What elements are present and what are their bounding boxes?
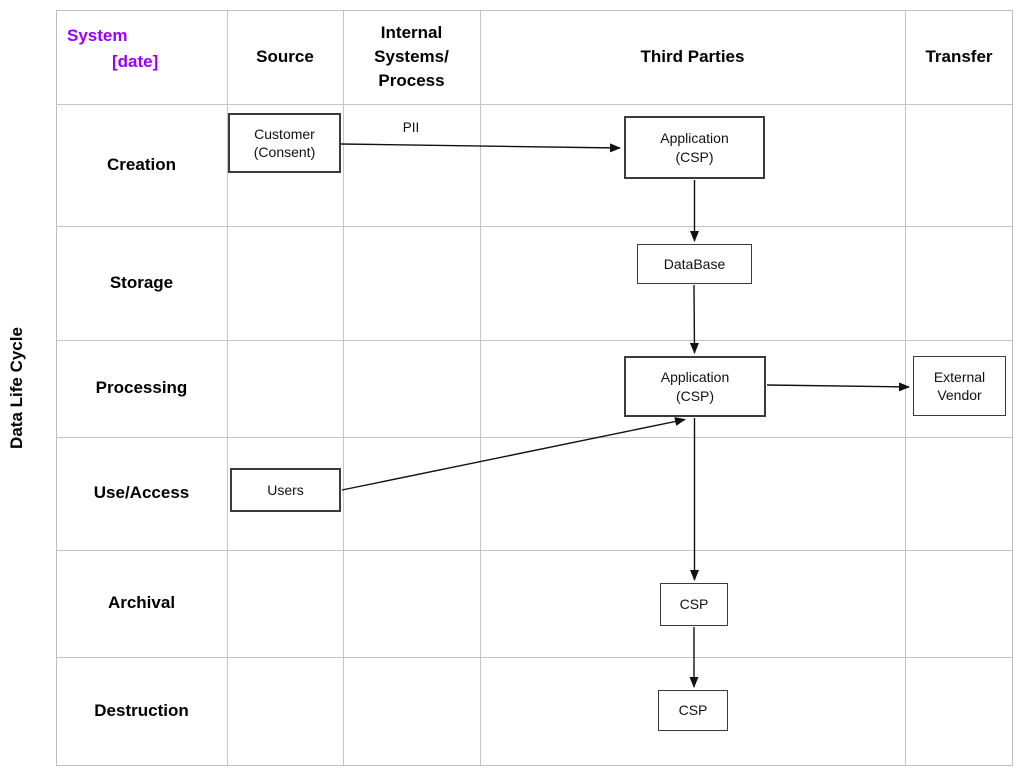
header-internal-line1: Internal xyxy=(380,22,443,42)
grid-hline-1 xyxy=(56,104,1013,105)
grid-vline-2 xyxy=(343,10,344,766)
node-application-creation-line1: Application xyxy=(660,130,729,147)
stage-creation: Creation xyxy=(107,154,176,174)
node-external-vendor-line1: External xyxy=(933,368,986,385)
node-customer-line1: Customer xyxy=(254,125,315,142)
header-internal-line3: Process xyxy=(378,71,445,91)
node-users-line1: Users xyxy=(267,481,304,498)
header-third-parties: Third Parties xyxy=(640,46,745,66)
system-date: [date] xyxy=(112,52,159,72)
grid-vline-4 xyxy=(905,10,906,766)
node-application-creation: Application (CSP) xyxy=(624,116,765,179)
stage-use-access: Use/Access xyxy=(93,483,190,503)
node-customer-line2: (Consent) xyxy=(253,144,316,160)
header-system: System [date] xyxy=(56,10,227,104)
stage-destruction: Destruction xyxy=(94,701,189,721)
system-title: System xyxy=(67,26,128,45)
node-csp-archival-line1: CSP xyxy=(679,596,709,613)
node-csp-destruction-line1: CSP xyxy=(678,702,708,719)
y-axis-label: Data Life Cycle xyxy=(7,327,26,449)
node-customer: Customer (Consent) xyxy=(228,113,341,173)
grid-vline-1 xyxy=(227,10,228,766)
header-internal-systems: Internal Systems/ Process xyxy=(343,10,480,104)
header-transfer: Transfer xyxy=(925,46,993,66)
grid-hline-5 xyxy=(56,550,1013,551)
node-application-processing: Application (CSP) xyxy=(624,356,766,417)
matrix-outline xyxy=(56,10,1013,766)
node-csp-archival: CSP xyxy=(660,583,728,626)
node-database: DataBase xyxy=(637,244,752,284)
node-external-vendor-line2: Vendor xyxy=(937,387,982,403)
stage-processing: Processing xyxy=(95,378,188,398)
header-source: Source xyxy=(256,46,314,66)
node-external-vendor: External Vendor xyxy=(913,356,1006,416)
node-application-processing-line1: Application xyxy=(660,369,730,386)
grid-vline-3 xyxy=(480,10,481,766)
node-database-line1: DataBase xyxy=(663,255,726,272)
node-users: Users xyxy=(230,468,341,512)
header-internal-line2: Systems/ xyxy=(374,46,449,66)
grid-hline-3 xyxy=(56,340,1013,341)
node-csp-destruction: CSP xyxy=(658,690,728,731)
node-application-processing-line2: (CSP) xyxy=(675,387,715,404)
grid-hline-2 xyxy=(56,226,1013,227)
edge-label-pii: PII xyxy=(402,120,420,135)
node-application-creation-line2: (CSP) xyxy=(675,148,714,165)
stage-storage: Storage xyxy=(109,272,174,292)
stage-archival: Archival xyxy=(107,593,176,613)
grid-hline-6 xyxy=(56,657,1013,658)
